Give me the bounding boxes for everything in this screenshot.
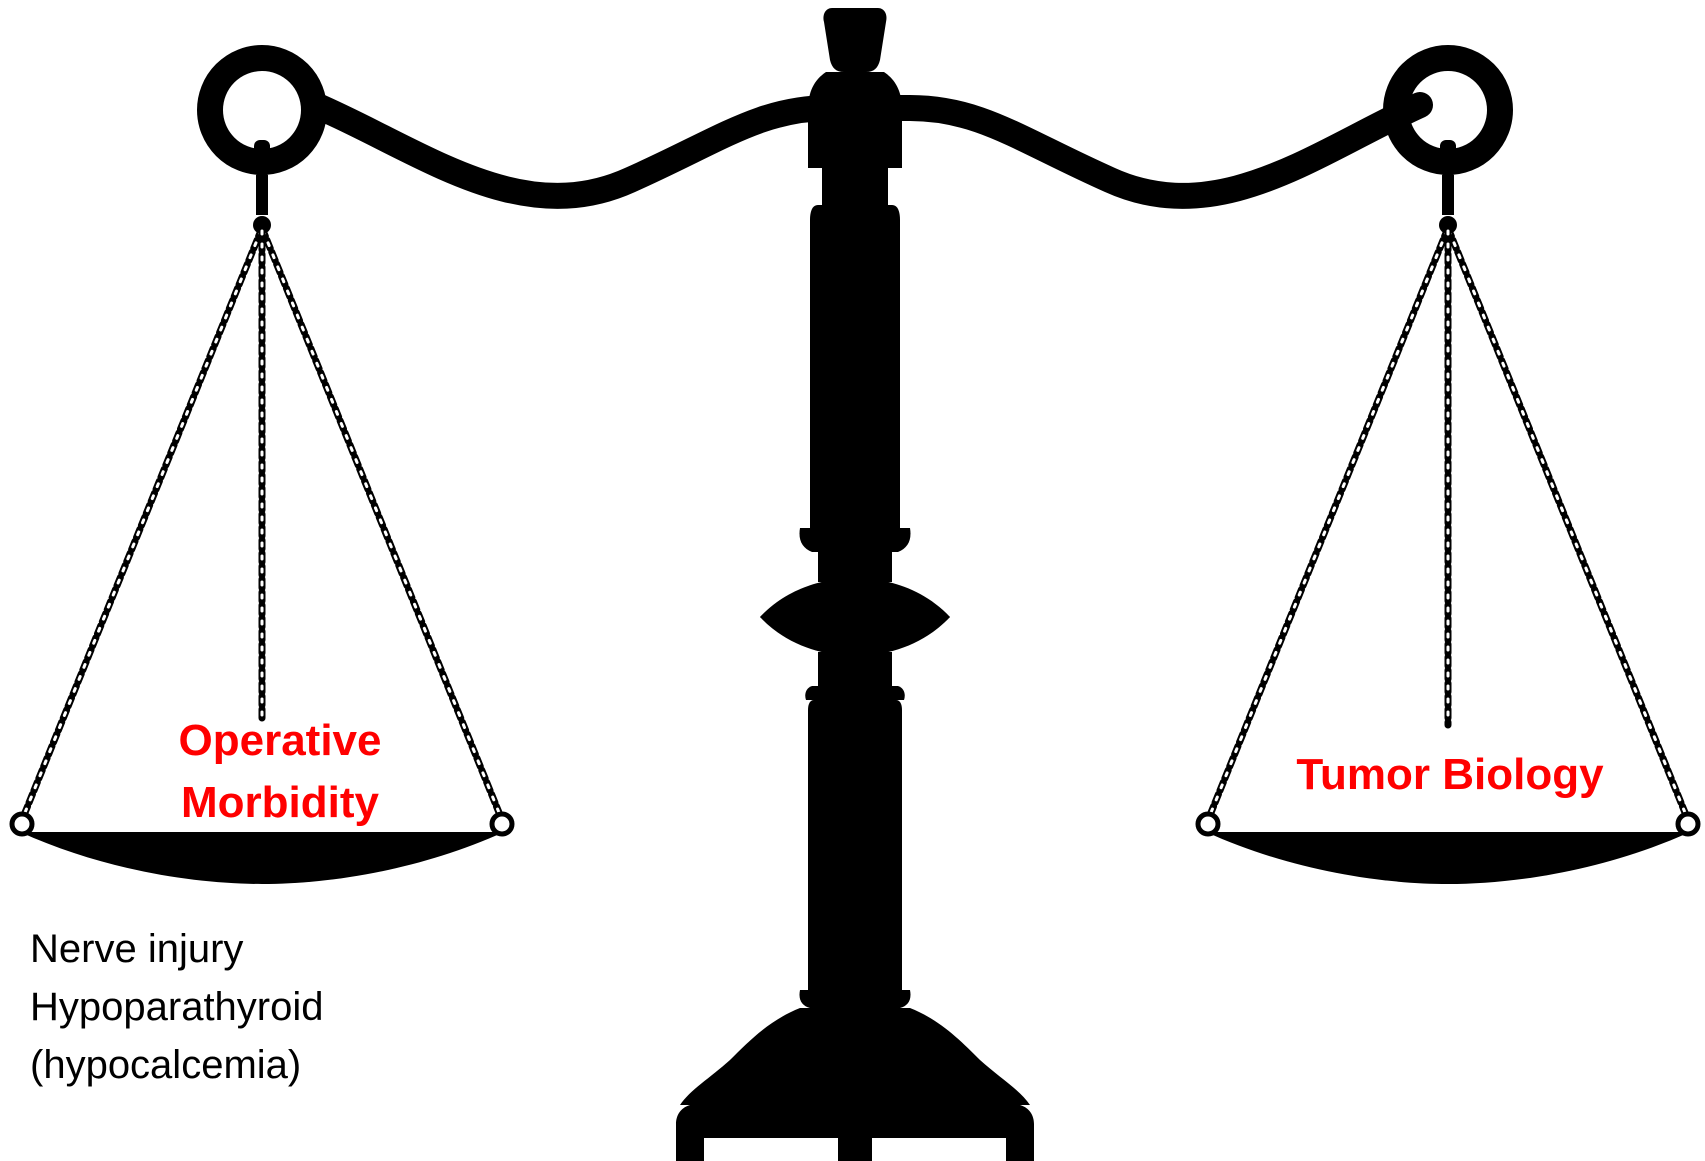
right-chains	[1208, 228, 1688, 820]
morbidity-detail-item: Nerve injury	[30, 920, 324, 978]
morbidity-detail-list: Nerve injury Hypoparathyroid (hypocalcem…	[30, 920, 324, 1094]
tumor-biology-label: Tumor Biology	[1240, 744, 1660, 806]
operative-morbidity-label-line-2: Morbidity	[181, 772, 379, 834]
operative-morbidity-label-line-1: Operative	[179, 710, 382, 772]
left-hanger	[253, 140, 271, 234]
right-hanger	[1439, 140, 1457, 234]
right-pan	[1198, 814, 1698, 884]
operative-morbidity-label: Operative Morbidity	[90, 710, 470, 834]
center-column	[676, 8, 1034, 1161]
morbidity-detail-item: Hypoparathyroid	[30, 978, 324, 1036]
morbidity-detail-item: (hypocalcemia)	[30, 1036, 324, 1094]
